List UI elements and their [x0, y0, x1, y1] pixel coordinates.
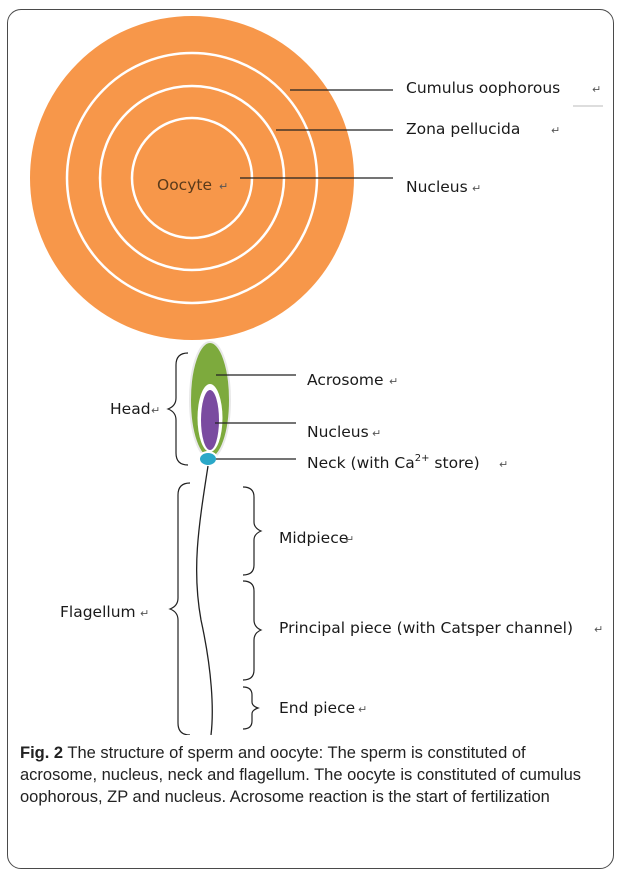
head-brace: [168, 353, 188, 465]
return-mark: ↵: [151, 404, 160, 417]
sperm-nucleus-label: Nucleus: [307, 423, 369, 441]
acrosome-label: Acrosome: [307, 371, 384, 389]
return-mark: ↵: [372, 427, 381, 440]
return-mark: ↵: [219, 180, 228, 193]
return-mark: ↵: [592, 83, 601, 96]
return-mark: ↵: [140, 607, 149, 620]
sperm-oocyte-diagram: Oocyte ↵ Cumulus oophorous ↵ Zona pelluc…: [8, 10, 613, 735]
return-mark: ↵: [389, 375, 398, 388]
figure-caption: Fig. 2 The structure of sperm and oocyte…: [20, 742, 605, 808]
neck-shape: [199, 452, 217, 466]
return-mark: ↵: [594, 623, 603, 636]
flagellum-tail: [197, 466, 213, 735]
head-label: Head: [110, 400, 151, 418]
principal-piece-brace: [243, 581, 261, 680]
cumulus-oophorous-label: Cumulus oophorous: [406, 79, 560, 97]
figure-panel: Oocyte ↵ Cumulus oophorous ↵ Zona pelluc…: [7, 9, 614, 869]
caption-text: The structure of sperm and oocyte: The s…: [20, 744, 581, 806]
flagellum-label: Flagellum: [60, 603, 136, 621]
neck-label: Neck (with Ca2+ store): [307, 453, 480, 472]
figure-number: Fig. 2: [20, 744, 63, 762]
midpiece-brace: [243, 487, 261, 575]
principal-piece-label: Principal piece (with Catsper channel): [279, 619, 573, 637]
zona-pellucida-label: Zona pellucida: [406, 120, 520, 138]
return-mark: ↵: [551, 124, 560, 137]
sperm-nucleus-shape: [201, 390, 219, 450]
oocyte-nucleus-label: Nucleus: [406, 178, 468, 196]
return-mark: ↵: [358, 703, 367, 716]
end-piece-label: End piece: [279, 699, 355, 717]
return-mark: ↵: [472, 182, 481, 195]
return-mark: ↵: [499, 458, 508, 471]
midpiece-label: Midpiece: [279, 529, 348, 547]
return-mark: ↵: [345, 533, 354, 546]
oocyte-center-label: Oocyte: [157, 176, 212, 194]
end-piece-brace: [243, 687, 258, 729]
flagellum-brace: [170, 483, 190, 735]
